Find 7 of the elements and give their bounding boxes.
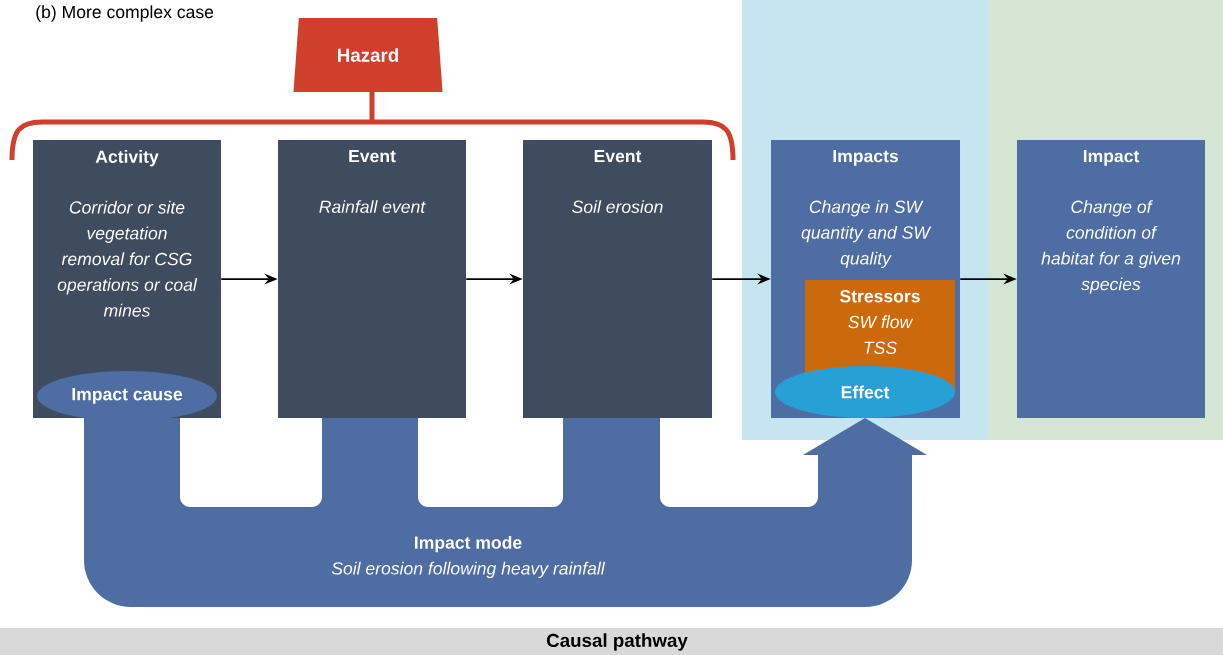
node-label: Impact cause [72,388,183,404]
impact-box: Impact Change of condition of habitat for a given species [1017,140,1205,418]
event-box: Event Rainfall event [278,140,466,418]
hazard-trapezium: Hazard [293,18,443,92]
event-box: Event Soil erosion [523,140,712,418]
title: (b) More complex case [36,5,214,22]
section-bar: Causal pathway [0,628,1223,655]
